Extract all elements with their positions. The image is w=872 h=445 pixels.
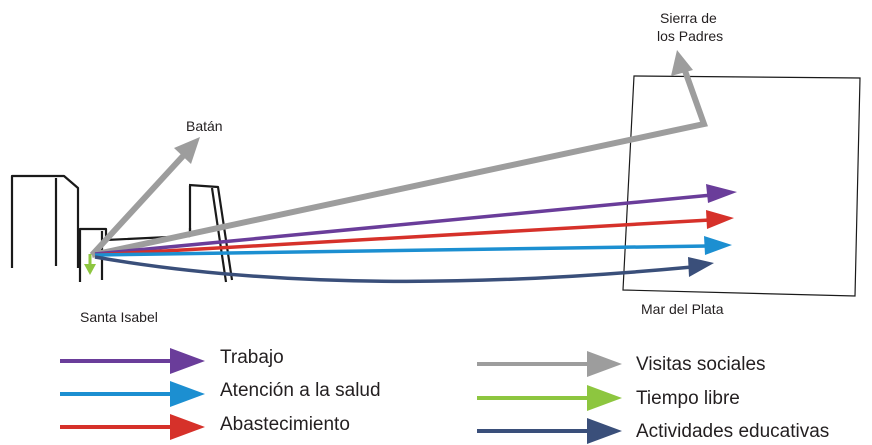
route-trabajo (94, 184, 737, 256)
route-abastecimiento-line (94, 218, 711, 257)
route-tiempo-libre (84, 254, 96, 275)
route-visitas-sierra (91, 50, 708, 258)
route-educativas-line (94, 255, 693, 284)
legend-swatch-arrowhead (587, 418, 622, 444)
route-educativas-arrowhead (688, 257, 714, 277)
legend-item: Atención a la salud (60, 380, 381, 407)
legend-label: Atención a la salud (220, 380, 381, 401)
legend-item: Actividades educativas (477, 418, 829, 444)
route-visitas-sierra-arrowhead (671, 50, 693, 76)
route-trabajo-line (94, 193, 713, 256)
legend-item: Abastecimiento (60, 414, 350, 440)
building-left (10, 174, 80, 268)
label-mar-del-plata: Mar del Plata (641, 301, 724, 317)
legend-swatch-arrowhead (170, 414, 205, 440)
route-visitas-sierra-line (91, 66, 708, 258)
legend-item: Visitas sociales (477, 351, 766, 377)
legend-label: Tiempo libre (636, 388, 740, 409)
label-batan: Batán (186, 118, 223, 134)
legend-label: Actividades educativas (636, 421, 829, 442)
legend-swatch-arrowhead (587, 385, 622, 411)
route-trabajo-arrowhead (706, 184, 737, 203)
legend-swatch-arrowhead (170, 348, 205, 374)
route-salud-arrowhead (704, 236, 732, 255)
label-sierra-line1: Sierra de (660, 10, 717, 26)
mar-del-plata-area (622, 75, 861, 297)
label-santa-isabel: Santa Isabel (80, 309, 158, 325)
legend: Trabajo Atención a la salud Abastecimien… (60, 347, 829, 444)
route-visitas-batan (89, 137, 200, 258)
santa-isabel-area (10, 174, 234, 283)
legend-label: Visitas sociales (636, 354, 766, 375)
route-salud (94, 236, 732, 257)
building-right-inner (210, 187, 228, 283)
legend-item: Trabajo (60, 347, 284, 374)
route-salud-line (94, 244, 709, 257)
legend-label: Abastecimiento (220, 414, 350, 435)
legend-swatch-arrowhead (587, 351, 622, 377)
route-abastecimiento-arrowhead (706, 210, 734, 229)
route-visitas-batan-arrowhead (174, 137, 200, 164)
legend-label: Trabajo (220, 347, 284, 368)
route-tiempo-libre-arrowhead (84, 264, 96, 275)
legend-swatch-arrowhead (170, 381, 205, 407)
route-abastecimiento (94, 210, 734, 257)
route-educativas (94, 255, 714, 284)
legend-item: Tiempo libre (477, 385, 740, 411)
route-visitas-batan-line (89, 153, 186, 258)
label-sierra-line2: los Padres (657, 28, 723, 44)
